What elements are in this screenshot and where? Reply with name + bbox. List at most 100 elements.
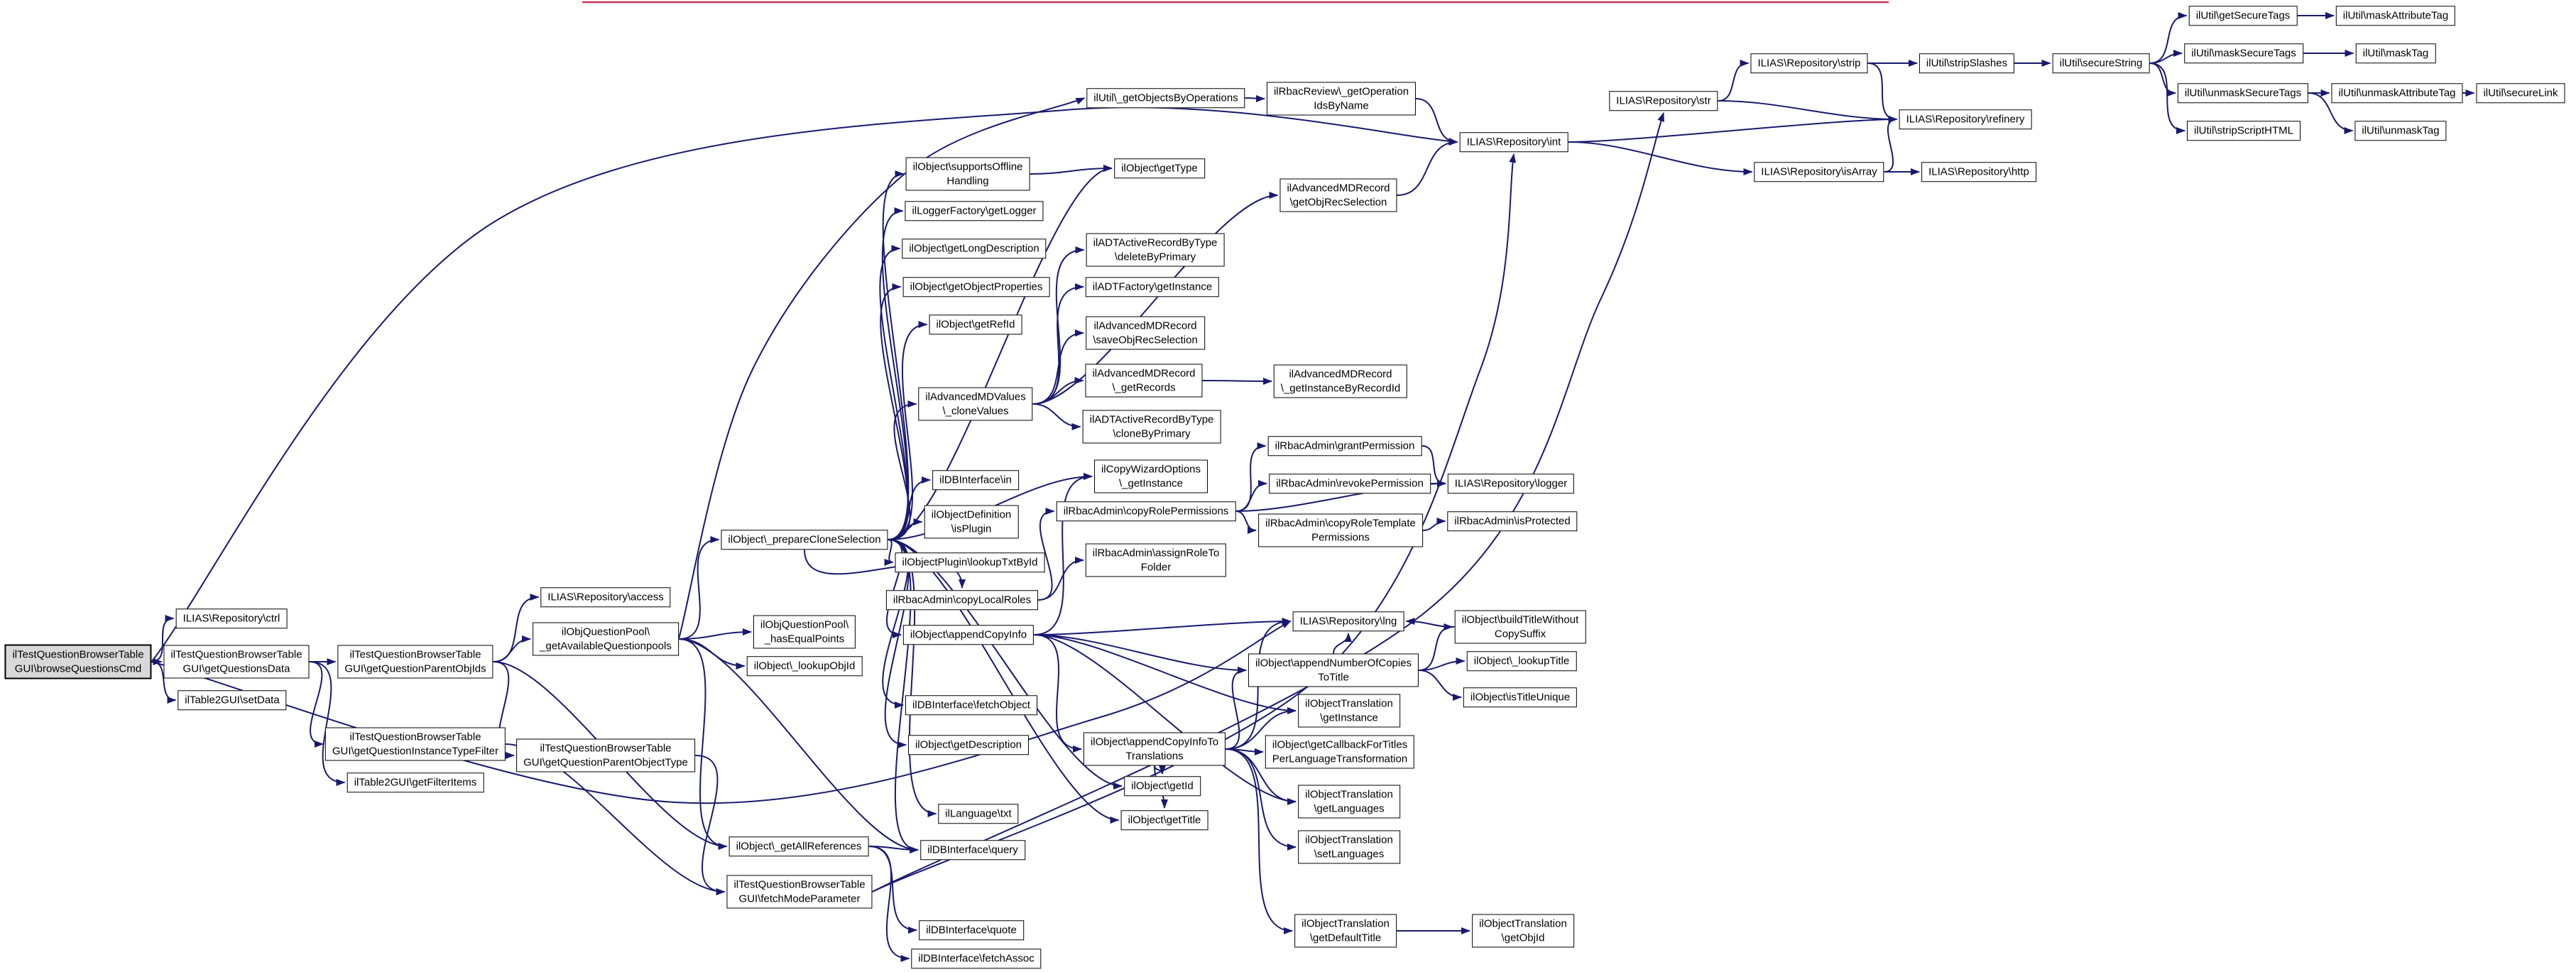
graph-node-n14[interactable]: ilObject\_getAllReferences xyxy=(728,836,869,856)
graph-node-n76[interactable]: ilUtil\stripScriptHTML xyxy=(2186,121,2301,141)
graph-node-n21[interactable]: ilDBInterface\fetchObject xyxy=(905,695,1037,715)
graph-node-label: ilUtil\_getObjectsByOperations xyxy=(1093,92,1238,104)
graph-node-n57[interactable]: ilObjectTranslation\getLanguages xyxy=(1298,785,1400,819)
graph-node-n61[interactable]: ILIAS\Repository\logger xyxy=(1447,474,1575,493)
graph-node-n45[interactable]: ilUtil\_getObjectsByOperations xyxy=(1086,88,1245,108)
graph-node-label: ilLoggerFactory\getLogger xyxy=(912,204,1037,217)
call-edge-n72-n75 xyxy=(2149,62,2176,97)
graph-node-n34[interactable]: ilADTActiveRecordByType\deleteByPrimary xyxy=(1086,233,1225,267)
graph-node-label: ilObject\appendNumberOfCopies xyxy=(1255,657,1412,670)
graph-node-label: ilAdvancedMDRecord xyxy=(1287,182,1390,195)
graph-node-n09[interactable]: ilObjQuestionPool\_getAvailableQuestionp… xyxy=(533,622,679,656)
graph-node-n65[interactable]: ilObject\isTitleUnique xyxy=(1463,687,1578,707)
graph-node-n47[interactable]: ilAdvancedMDRecord\getObjRecSelection xyxy=(1279,178,1397,212)
graph-node-n26[interactable]: ilObject\getRefId xyxy=(929,315,1022,334)
call-edge-n40-n52 xyxy=(1235,510,1257,534)
graph-node-n13[interactable]: ilObject\_prepareCloneSelection xyxy=(721,530,888,550)
graph-node-n23[interactable]: ilObjectDefinition\isPlugin xyxy=(924,505,1019,539)
graph-node-n58[interactable]: ilObjectTranslation\setLanguages xyxy=(1298,830,1400,864)
graph-node-n66[interactable]: ILIAS\Repository\str xyxy=(1609,91,1718,111)
graph-node-label: ILIAS\Repository\access xyxy=(547,591,664,604)
graph-node-n68[interactable]: ILIAS\Repository\isArray xyxy=(1754,162,1884,182)
graph-node-label: ilUtil\secureString xyxy=(2059,57,2143,70)
graph-node-n49[interactable]: ilAdvancedMDRecord\_getInstanceByRecordI… xyxy=(1273,364,1408,398)
graph-node-n35[interactable]: ilADTFactory\getInstance xyxy=(1085,277,1220,297)
call-edge-n54-n64 xyxy=(1418,657,1466,671)
graph-node-label: ilObjectTranslation xyxy=(1301,917,1390,930)
graph-node-n50[interactable]: ilRbacAdmin\grantPermission xyxy=(1267,436,1422,456)
graph-node-n33[interactable]: ilObject\getType xyxy=(1114,158,1205,178)
graph-node-n39[interactable]: ilCopyWizardOptions\_getInstance xyxy=(1093,459,1208,493)
graph-node-n11[interactable]: ilObjQuestionPool\_hasEqualPoints xyxy=(753,615,856,649)
graph-node-n72[interactable]: ilUtil\secureString xyxy=(2052,53,2150,73)
graph-node-n62[interactable]: ilRbacAdmin\isProtected xyxy=(1447,511,1578,531)
graph-node-n77[interactable]: ilUtil\maskAttributeTag xyxy=(2335,6,2456,26)
graph-node-n43[interactable]: ilObject\getId xyxy=(1124,776,1201,796)
graph-node-n38[interactable]: ilADTActiveRecordByType\cloneByPrimary xyxy=(1082,410,1221,444)
graph-node-n75[interactable]: ilUtil\unmaskSecureTags xyxy=(2177,83,2309,103)
graph-node-n17[interactable]: ilDBInterface\fetchAssoc xyxy=(911,949,1042,968)
graph-node-n79[interactable]: ilUtil\unmaskAttributeTag xyxy=(2331,83,2463,103)
graph-node-n36[interactable]: ilAdvancedMDRecord\saveObjRecSelection xyxy=(1086,316,1205,350)
graph-node-n25[interactable]: ilAdvancedMDValues\_cloneValues xyxy=(918,387,1033,421)
graph-node-n19[interactable]: ilLanguage\txt xyxy=(938,804,1019,824)
graph-node-n59[interactable]: ilObjectTranslation\getDefaultTitle xyxy=(1294,914,1397,948)
graph-node-n60[interactable]: ilObjectTranslation\getObjId xyxy=(1472,914,1574,948)
graph-node-n69[interactable]: ilUtil\stripSlashes xyxy=(1919,53,2015,73)
graph-node-n48[interactable]: ILIAS\Repository\int xyxy=(1459,132,1568,152)
graph-node-n81[interactable]: ilUtil\secureLink xyxy=(2476,83,2565,103)
graph-node-label: ilObject\appendCopyInfoTo xyxy=(1090,736,1219,748)
graph-node-n70[interactable]: ILIAS\Repository\refinery xyxy=(1899,109,2032,129)
graph-node-n32[interactable]: ilObject\appendCopyInfo xyxy=(902,625,1035,645)
graph-node-n22[interactable]: ilObjectPlugin\lookupTxtById xyxy=(895,552,1045,572)
graph-node-n67[interactable]: ILIAS\Repository\strip xyxy=(1750,53,1868,73)
call-edge-n13-n33 xyxy=(888,165,1113,540)
graph-node-n24[interactable]: ilDBInterface\in xyxy=(932,470,1019,490)
graph-node-label: ilAdvancedMDRecord xyxy=(1092,367,1196,380)
graph-node-n12[interactable]: ilObject\_lookupObjId xyxy=(746,656,863,676)
graph-node-n80[interactable]: ilUtil\unmaskTag xyxy=(2354,121,2447,141)
graph-node-label: ilObject\getTitle xyxy=(1128,814,1201,826)
graph-node-n78[interactable]: ilUtil\maskTag xyxy=(2355,43,2436,63)
graph-node-n18[interactable]: ilDBInterface\query xyxy=(920,840,1025,860)
graph-node-n64[interactable]: ilObject\_lookupTitle xyxy=(1466,651,1577,671)
call-edge-n32-n54 xyxy=(1033,634,1247,674)
graph-node-n74[interactable]: ilUtil\maskSecureTags xyxy=(2184,43,2303,63)
graph-node-n55[interactable]: ilObjectTranslation\getInstance xyxy=(1298,694,1400,728)
graph-node-n16[interactable]: ilDBInterface\quote xyxy=(919,920,1024,940)
graph-node-n08[interactable]: ILIAS\Repository\access xyxy=(540,587,671,607)
graph-node-n06[interactable]: ilTable2GUI\getFilterItems xyxy=(346,772,484,792)
graph-node-n29[interactable]: ilLoggerFactory\getLogger xyxy=(905,201,1044,221)
graph-node-n20[interactable]: ilObject\getDescription xyxy=(907,735,1030,755)
graph-node-n71[interactable]: ILIAS\Repository\http xyxy=(1921,162,2036,182)
graph-node-n31[interactable]: ilRbacAdmin\copyLocalRoles xyxy=(885,590,1039,610)
graph-node-n37[interactable]: ilAdvancedMDRecord\_getRecords xyxy=(1085,364,1203,398)
graph-node-n73[interactable]: ilUtil\getSecureTags xyxy=(2188,6,2298,26)
call-edge-n48-n70 xyxy=(1568,116,1898,143)
graph-node-n44[interactable]: ilObject\getTitle xyxy=(1120,810,1208,830)
graph-node-n02[interactable]: ILIAS\Repository\ctrl xyxy=(175,608,288,628)
graph-node-label: ILIAS\Repository\ctrl xyxy=(182,612,280,625)
call-edge-n42-n55 xyxy=(1225,707,1297,750)
graph-node-n04[interactable]: ilTable2GUI\setData xyxy=(178,690,287,710)
graph-node-n40[interactable]: ilRbacAdmin\copyRolePermissions xyxy=(1056,501,1236,521)
graph-node-n51[interactable]: ilRbacAdmin\revokePermission xyxy=(1269,474,1431,493)
call-edge-n13-n27 xyxy=(880,283,909,540)
graph-node-n28[interactable]: ilObject\getLongDescription xyxy=(902,239,1047,258)
graph-node-n53[interactable]: ILIAS\Repository\lng xyxy=(1292,611,1404,631)
graph-node-n27[interactable]: ilObject\getObjectProperties xyxy=(902,277,1050,297)
